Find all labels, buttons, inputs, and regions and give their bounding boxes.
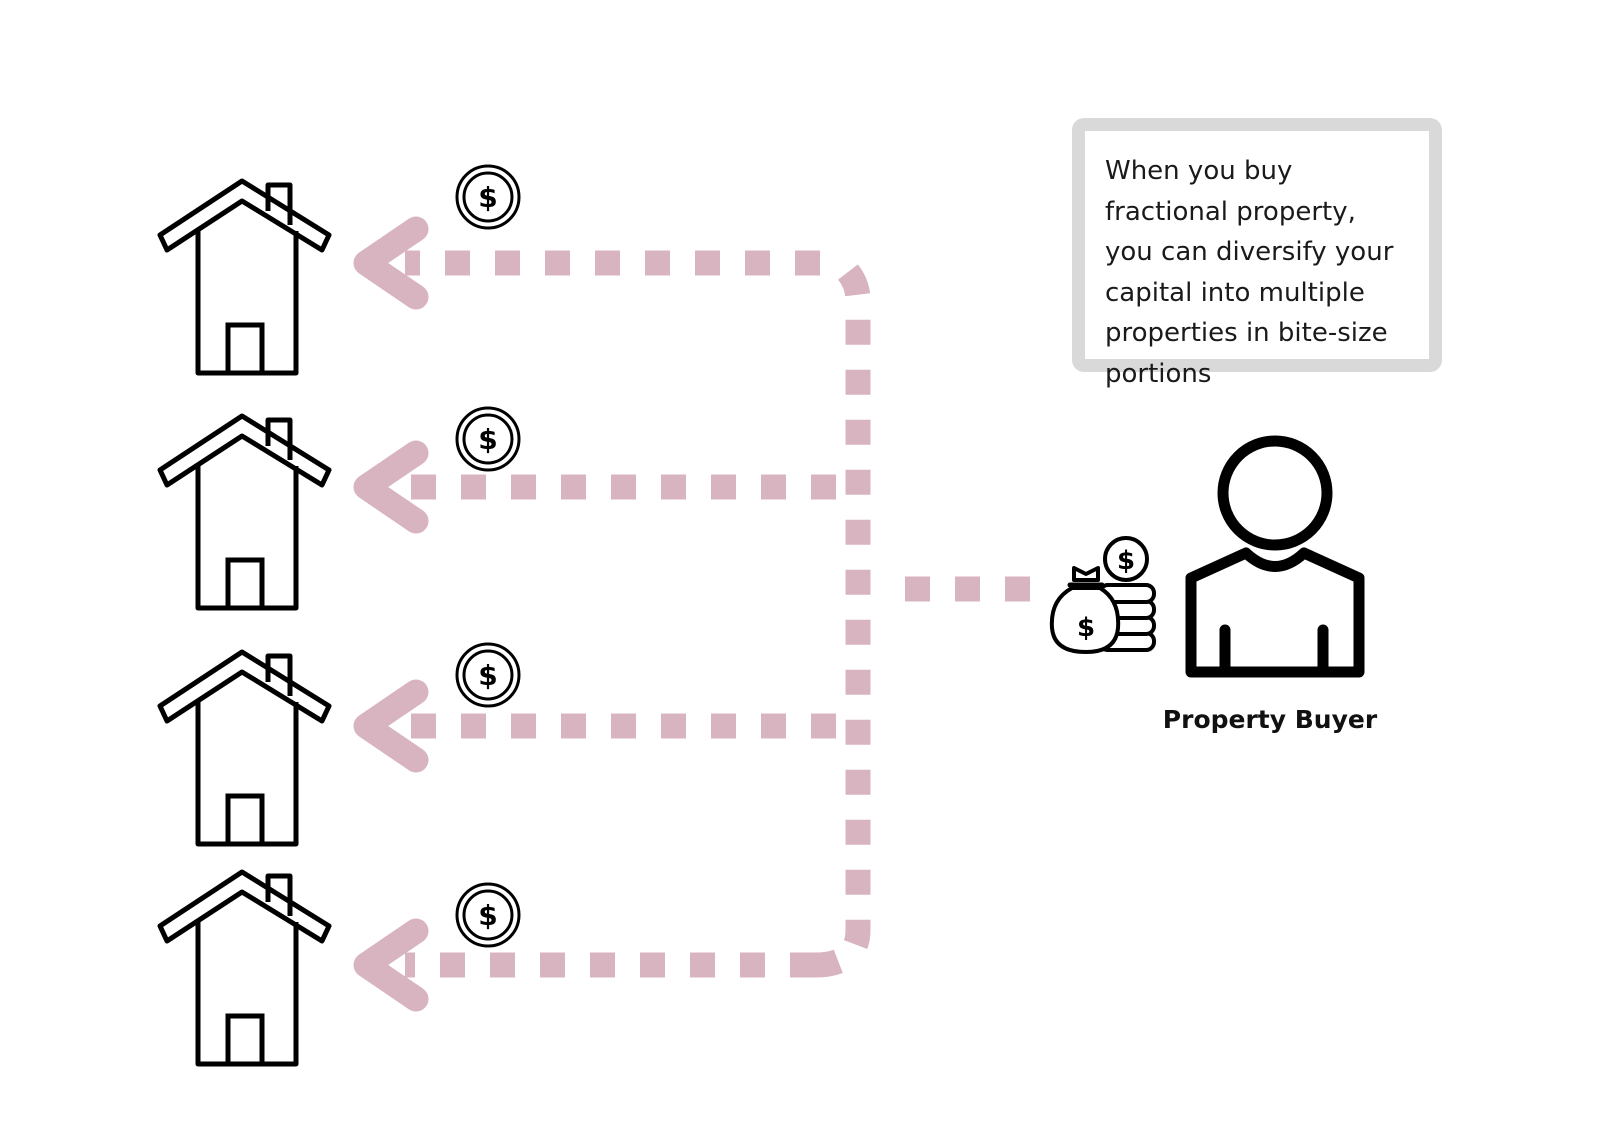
- flow-line-trunk: [814, 264, 871, 978]
- arrow-head-2: [353, 440, 429, 534]
- dollar-coin-icon-2: [455, 406, 521, 472]
- house-icon-1: [160, 181, 329, 373]
- arrow-head-4: [353, 918, 429, 1012]
- person-icon: [1185, 435, 1365, 678]
- arrow-head-3: [353, 679, 429, 773]
- arrow-heads: [353, 216, 429, 1012]
- info-callout-text: When you buy fractional property, you ca…: [1105, 156, 1394, 389]
- house-icon-2: [160, 416, 329, 608]
- house-icon-4: [160, 872, 329, 1064]
- house-icon-3: [160, 652, 329, 844]
- svg-text:$: $: [1077, 613, 1095, 643]
- dollar-coin-icon-1: [455, 164, 521, 230]
- money-bag-coins-icon: $ $: [1049, 536, 1156, 654]
- dollar-coin-icon-3: [455, 642, 521, 708]
- flow-lines: [405, 250, 1030, 978]
- svg-text:$: $: [1117, 546, 1135, 576]
- property-buyer-label: Property Buyer: [1162, 705, 1378, 734]
- arrow-head-1: [353, 216, 429, 310]
- dollar-coin-icon-4: [455, 882, 521, 948]
- info-callout: When you buy fractional property, you ca…: [1072, 118, 1442, 389]
